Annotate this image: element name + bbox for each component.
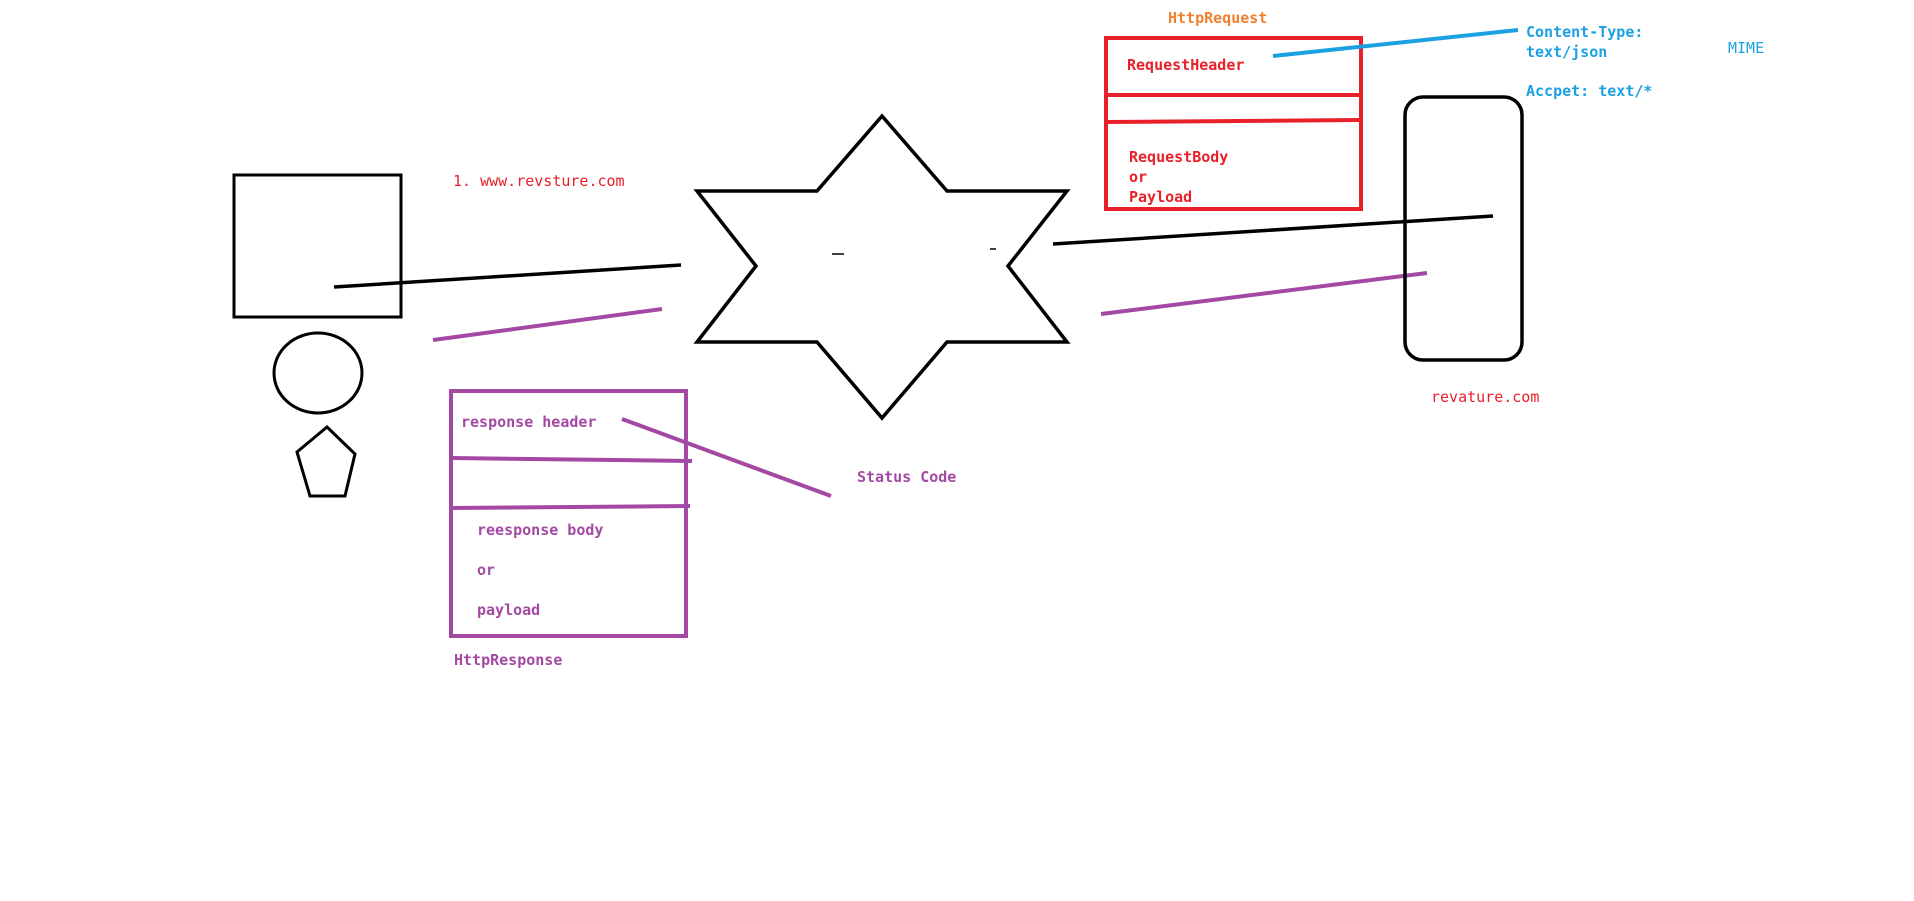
request-divider-2 [1105, 118, 1362, 124]
response-title: HttpResponse [454, 651, 562, 669]
request-body-payload: Payload [1129, 188, 1192, 206]
client-person-body [295, 424, 357, 498]
client-monitor-box [232, 173, 403, 319]
header-note-line [1272, 28, 1519, 58]
request-box [1104, 36, 1363, 211]
request-body-or: or [1129, 168, 1147, 186]
response-header-label: response header [461, 413, 596, 431]
content-type-label: Content-Type: [1526, 23, 1643, 41]
server-request-line [1052, 214, 1494, 246]
response-divider-2 [450, 504, 691, 510]
client-response-line [432, 307, 663, 342]
response-body-label: reesponse body [477, 521, 603, 539]
response-body-payload: payload [477, 601, 540, 619]
request-header-label: RequestHeader [1127, 56, 1244, 74]
request-body-label: RequestBody [1129, 148, 1228, 166]
response-body-or: or [477, 561, 495, 579]
status-code-label: Status Code [857, 468, 956, 486]
mime-label: MIME [1728, 39, 1764, 57]
server-label: revature.com [1431, 388, 1539, 406]
client-person-head [272, 331, 364, 415]
response-box [449, 389, 688, 638]
status-code-pointer [621, 417, 832, 498]
content-type-value: text/json [1526, 43, 1607, 61]
client-url-label: 1. www.revsture.com [453, 172, 625, 190]
accept-label: Accpet: text/* [1526, 82, 1652, 100]
request-title: HttpRequest [1168, 9, 1267, 27]
server-response-line [1100, 271, 1428, 316]
server-box [1403, 95, 1524, 362]
response-divider-1 [450, 456, 693, 463]
internet-star [693, 113, 1071, 421]
client-request-line [333, 263, 682, 289]
